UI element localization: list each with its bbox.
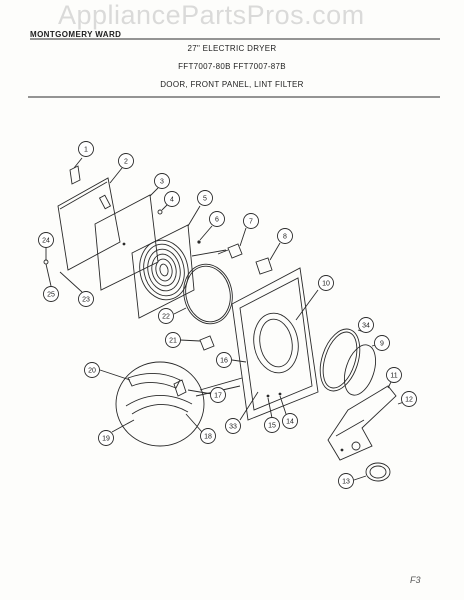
part-number-label: 22	[162, 314, 170, 321]
part-number-label: 7	[249, 219, 253, 226]
part-number-label: 4	[170, 197, 174, 204]
part-callout-33: 33	[225, 418, 241, 434]
part-number-label: 25	[47, 292, 55, 299]
part-callout-2: 2	[118, 153, 134, 169]
part-number-label: 2	[124, 159, 128, 166]
part-callout-12: 12	[401, 391, 417, 407]
part-number-label: 11	[390, 373, 397, 380]
part-number-label: 3	[160, 179, 164, 186]
part-number-label: 21	[169, 338, 177, 345]
model-numbers: FFT7007-80B FFT7007-87B	[178, 62, 286, 71]
part-callout-9: 9	[374, 335, 390, 351]
part-callout-4: 4	[164, 191, 180, 207]
section-title: DOOR, FRONT PANEL, LINT FILTER	[160, 80, 304, 89]
part-number-label: 1	[84, 147, 88, 154]
part-callout-23: 23	[78, 291, 94, 307]
part-callout-3: 3	[154, 173, 170, 189]
part-callout-13: 13	[338, 473, 354, 489]
brand-name: MONTGOMERY WARD	[30, 30, 122, 39]
page-corner-mark: F3	[410, 575, 421, 585]
part-callout-25: 25	[43, 286, 59, 302]
part-callout-6: 6	[209, 211, 225, 227]
door-catch	[217, 227, 247, 259]
part-number-label: 34	[362, 323, 370, 330]
part-callout-18: 18	[200, 428, 216, 444]
part-callout-8: 8	[277, 228, 293, 244]
door-seal-ring	[173, 263, 233, 325]
detail-magnifier	[99, 361, 243, 447]
outer-door-panel	[57, 167, 123, 271]
part-number-label: 23	[82, 297, 90, 304]
part-callout-17: 17	[210, 387, 226, 403]
part-number-label: 6	[215, 217, 219, 224]
door-handle-part	[69, 157, 83, 185]
diagram-title: 27" ELECTRIC DRYER	[187, 44, 277, 53]
part-callout-11: 11	[386, 367, 402, 383]
part-number-label: 5	[203, 196, 207, 203]
part-number-label: 17	[214, 393, 222, 400]
part-callout-21: 21	[165, 332, 181, 348]
hinge-screw-parts	[43, 246, 52, 287]
watermark: AppliancePartsPros.com	[58, 0, 365, 30]
part-callout-16: 16	[216, 352, 232, 368]
door-switch	[255, 242, 281, 275]
inner-door-window	[131, 205, 201, 319]
part-callout-5: 5	[197, 190, 213, 206]
part-number-label: 9	[380, 341, 384, 348]
part-number-label: 19	[102, 436, 110, 443]
part-callout-19: 19	[98, 430, 114, 446]
part-callout-22: 22	[158, 308, 174, 324]
door-latch	[179, 335, 215, 351]
part-number-label: 13	[342, 479, 350, 486]
part-number-label: 8	[283, 234, 287, 241]
part-callout-15: 15	[264, 417, 280, 433]
lint-filter-duct	[327, 379, 405, 482]
part-number-label: 20	[88, 368, 96, 375]
part-callout-1: 1	[78, 141, 94, 157]
part-callout-20: 20	[84, 362, 100, 378]
part-callout-34: 34	[358, 317, 374, 333]
part-callout-24: 24	[38, 232, 54, 248]
part-number-label: 18	[204, 434, 212, 441]
part-number-label: 33	[229, 424, 237, 431]
part-number-label: 12	[405, 397, 413, 404]
part-number-label: 14	[286, 419, 294, 426]
door-screw	[157, 209, 163, 215]
part-number-label: 24	[42, 238, 50, 245]
part-callout-7: 7	[243, 213, 259, 229]
part-number-label: 15	[268, 423, 276, 430]
front-panel	[231, 267, 319, 421]
part-callout-14: 14	[282, 413, 298, 429]
part-number-label: 10	[322, 281, 330, 288]
part-number-label: 16	[220, 358, 228, 365]
part-callout-10: 10	[318, 275, 334, 291]
